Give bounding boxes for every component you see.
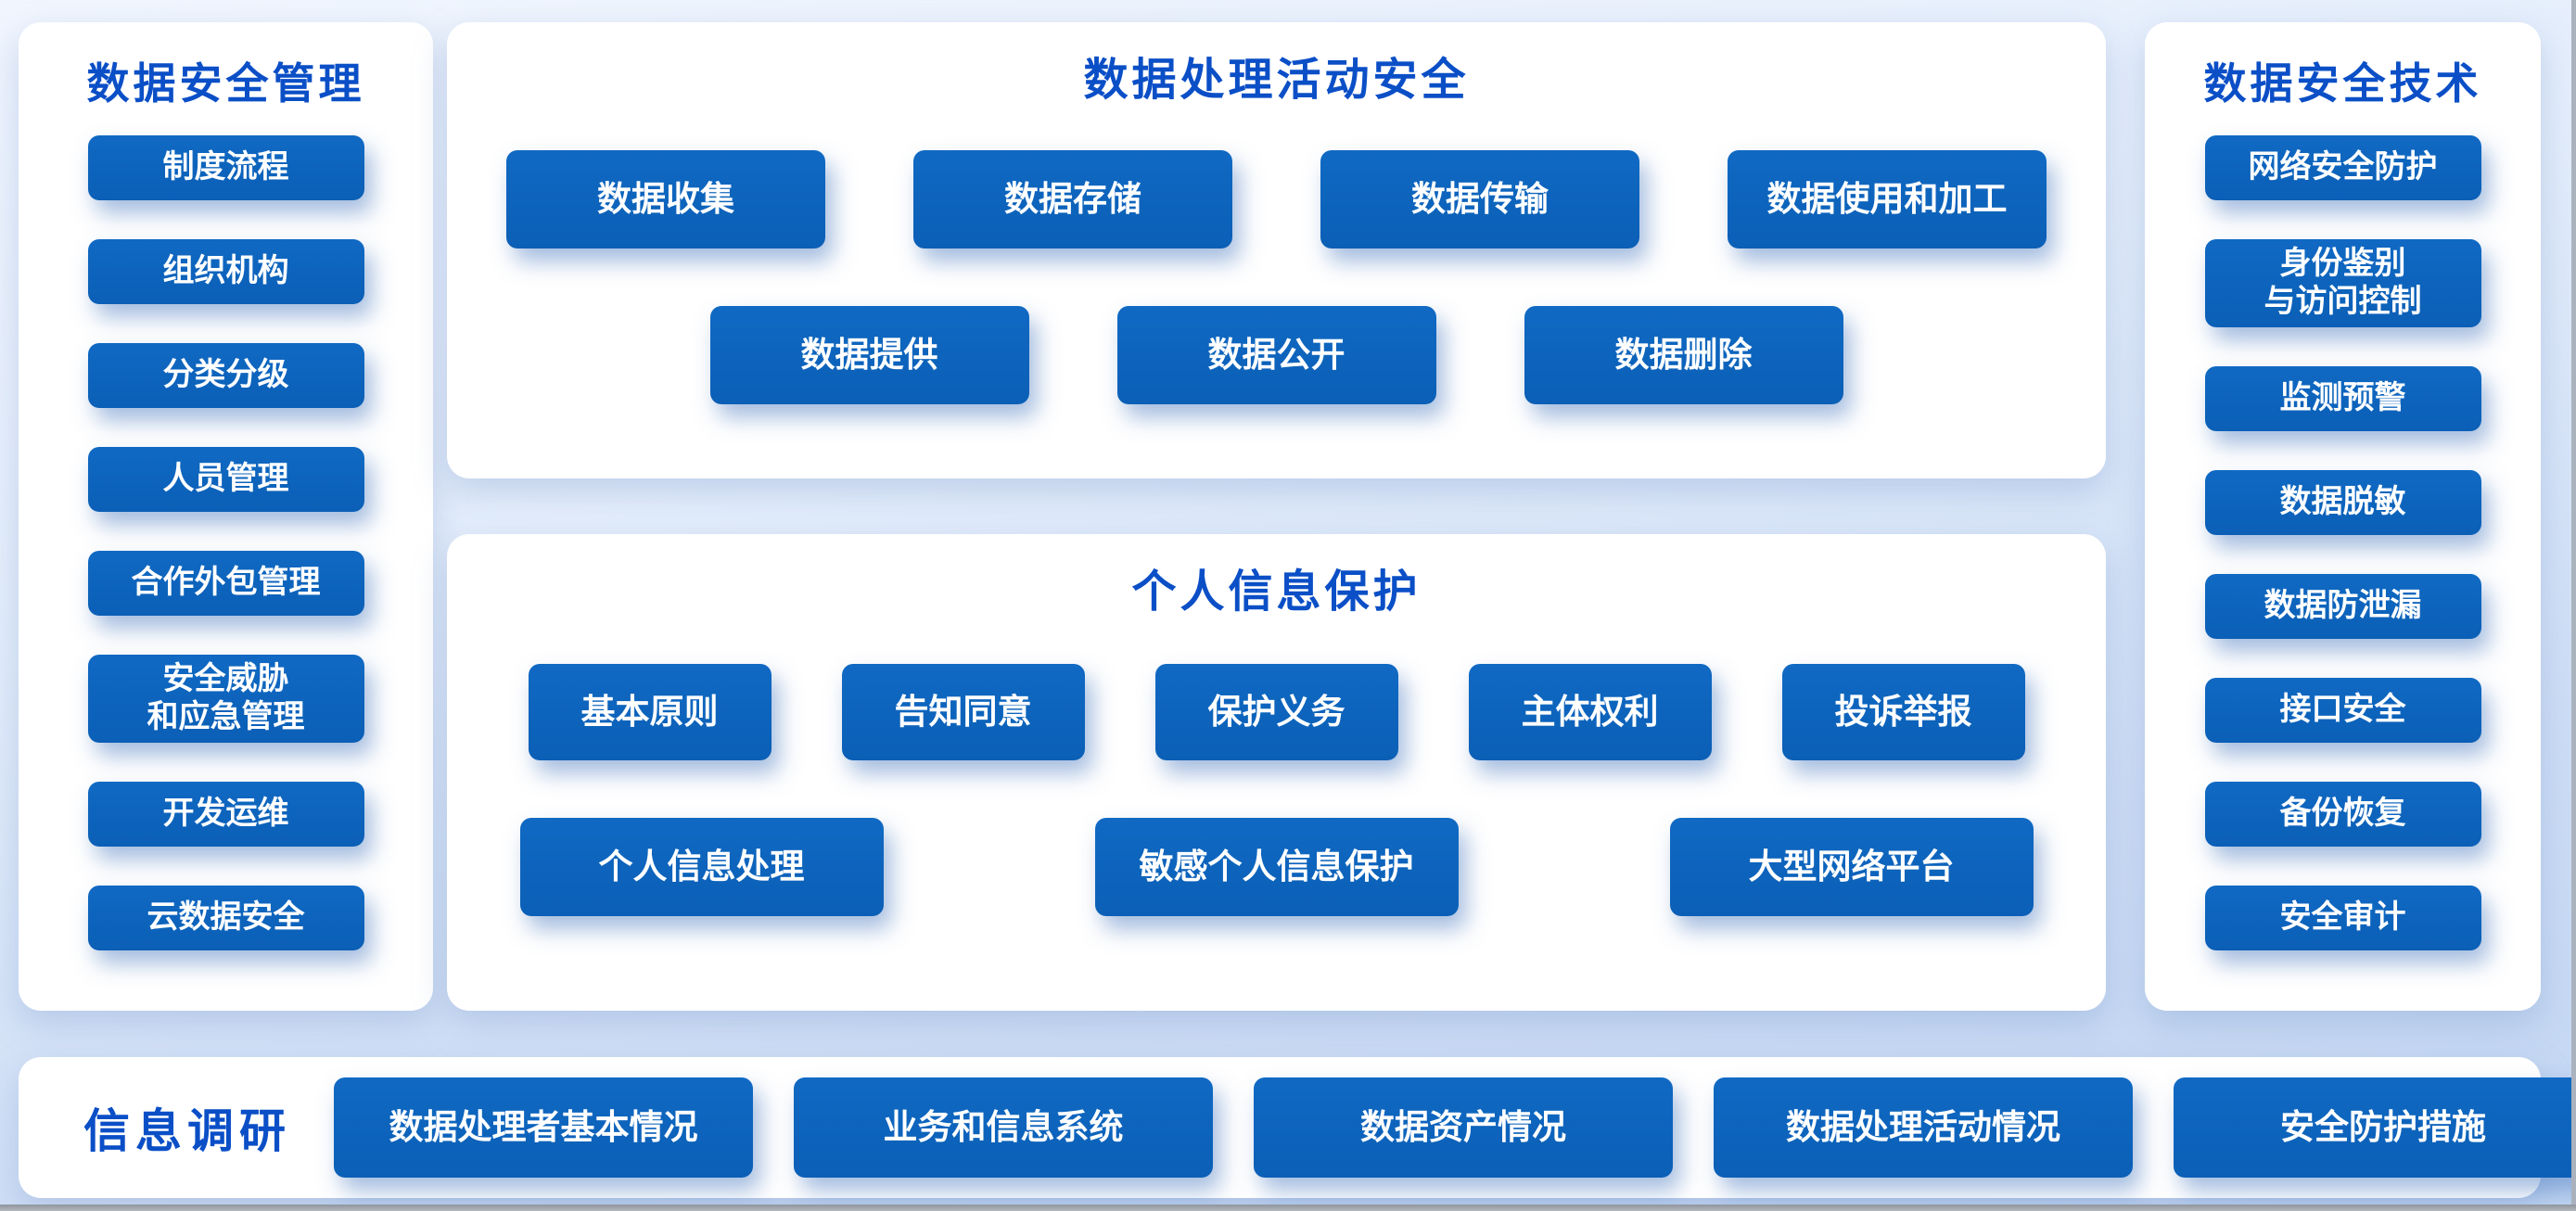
item-button-label: 安全威胁 [162, 660, 289, 697]
item-button[interactable]: 数据传输 [1320, 150, 1639, 249]
item-button[interactable]: 数据删除 [1524, 306, 1843, 404]
item-button[interactable]: 主体权利 [1468, 664, 1712, 760]
item-button[interactable]: 合作外包管理 [87, 551, 364, 616]
window-bottom-edge [0, 1205, 2576, 1211]
item-button-label: 保护义务 [1207, 692, 1345, 733]
item-button[interactable]: 安全威胁和应急管理 [87, 655, 364, 743]
item-button-label: 数据公开 [1207, 335, 1345, 376]
panel-personal-information-protection: 个人信息保护 基本原则 告知同意 保护义务 主体权利 投诉举报 个人信息处理 敏感个人信息… [447, 534, 2106, 1011]
item-button-label: 备份恢复 [2279, 795, 2406, 833]
research-button-row: 数据处理者基本情况 业务和信息系统 数据资产情况 数据处理活动情况 安全防护措施 [334, 1077, 2576, 1178]
item-button[interactable]: 身份鉴别与访问控制 [2204, 239, 2481, 327]
item-button[interactable]: 数据防泄漏 [2204, 573, 2481, 639]
item-button-label: 投诉举报 [1834, 692, 1972, 733]
item-button[interactable]: 数据提供 [709, 306, 1029, 404]
item-button-label: 数据资产情况 [1360, 1107, 1566, 1148]
item-button-label: 数据传输 [1411, 179, 1549, 220]
item-button[interactable]: 业务和信息系统 [794, 1077, 1213, 1178]
item-button-label: 业务和信息系统 [883, 1107, 1124, 1148]
item-button[interactable]: 分类分级 [87, 343, 364, 408]
panel-data-security-technology: 数据安全技术 网络安全防护身份鉴别与访问控制监测预警数据脱敏数据防泄漏接口安全备… [2145, 22, 2541, 1011]
panel-title-research: 信息调研 [83, 1104, 291, 1158]
item-button[interactable]: 数据使用和加工 [1728, 150, 2047, 249]
item-button[interactable]: 数据公开 [1116, 306, 1436, 404]
item-button[interactable]: 监测预警 [2204, 365, 2481, 431]
panel-title-technology: 数据安全技术 [2203, 58, 2482, 108]
item-button-label: 开发运维 [162, 795, 289, 833]
processing-button-row-1: 数据收集 数据存储 数据传输 数据使用和加工 [506, 150, 2047, 249]
personal-button-row-1: 基本原则 告知同意 保护义务 主体权利 投诉举报 [528, 664, 2025, 760]
item-button[interactable]: 告知同意 [841, 664, 1085, 760]
item-button-label: 人员管理 [162, 460, 289, 498]
item-button[interactable]: 个人信息处理 [519, 818, 884, 916]
item-button[interactable]: 敏感个人信息保护 [1094, 818, 1459, 916]
item-button[interactable]: 数据处理者基本情况 [334, 1077, 753, 1178]
item-button-label: 数据存储 [1004, 179, 1141, 220]
item-button[interactable]: 数据脱敏 [2204, 469, 2481, 535]
item-button-label: 基本原则 [580, 692, 719, 733]
item-button[interactable]: 人员管理 [87, 447, 364, 512]
item-button-label: 云数据安全 [147, 899, 305, 937]
panel-data-security-management: 数据安全管理 制度流程组织机构分类分级人员管理合作外包管理安全威胁和应急管理开发… [19, 22, 433, 1011]
item-button-label: 分类分级 [162, 356, 289, 394]
item-button-label: 告知同意 [894, 692, 1032, 733]
item-button[interactable]: 接口安全 [2204, 677, 2481, 743]
item-button-label: 敏感个人信息保护 [1139, 847, 1414, 887]
item-button-label: 数据删除 [1614, 335, 1753, 376]
item-button-label: 数据收集 [597, 179, 734, 220]
item-button-label: 与访问控制 [2264, 283, 2422, 321]
panel-title-management: 数据安全管理 [86, 58, 365, 108]
item-button[interactable]: 安全审计 [2204, 885, 2481, 950]
item-button-label: 安全防护措施 [2280, 1107, 2486, 1148]
item-button-label: 数据处理者基本情况 [389, 1107, 698, 1148]
item-button[interactable]: 数据资产情况 [1254, 1077, 1673, 1178]
item-button[interactable]: 开发运维 [87, 781, 364, 847]
item-button[interactable]: 保护义务 [1154, 664, 1398, 760]
item-button[interactable]: 安全防护措施 [2174, 1077, 2576, 1178]
processing-button-row-2: 数据提供 数据公开 数据删除 [709, 306, 1843, 404]
personal-button-row-2: 个人信息处理 敏感个人信息保护 大型网络平台 [519, 818, 2034, 916]
item-button[interactable]: 云数据安全 [87, 885, 364, 950]
management-button-column: 制度流程组织机构分类分级人员管理合作外包管理安全威胁和应急管理开发运维云数据安全 [87, 135, 364, 950]
item-button-label: 数据脱敏 [2279, 483, 2406, 521]
item-button-label: 个人信息处理 [598, 847, 805, 887]
item-button-label: 网络安全防护 [2248, 148, 2438, 186]
item-button[interactable]: 数据收集 [506, 150, 825, 249]
item-button[interactable]: 投诉举报 [1781, 664, 2025, 760]
item-button-label: 大型网络平台 [1748, 847, 1955, 887]
item-button-label: 数据处理活动情况 [1786, 1107, 2060, 1148]
item-button[interactable]: 数据处理活动情况 [1714, 1077, 2133, 1178]
item-button-label: 监测预警 [2279, 379, 2406, 417]
item-button[interactable]: 基本原则 [528, 664, 772, 760]
item-button-label: 和应急管理 [147, 698, 305, 736]
item-button[interactable]: 备份恢复 [2204, 781, 2481, 847]
panel-title-personal: 个人信息保护 [1131, 566, 1422, 618]
panel-data-processing-activity-security: 数据处理活动安全 数据收集 数据存储 数据传输 数据使用和加工 数据提供 数据公开 数据删… [447, 22, 2106, 478]
item-button[interactable]: 组织机构 [87, 239, 364, 304]
item-button-label: 数据防泄漏 [2264, 587, 2422, 625]
item-button-label: 制度流程 [162, 148, 289, 186]
panel-information-research: 信息调研 数据处理者基本情况 业务和信息系统 数据资产情况 数据处理活动情况 安全防护措… [19, 1057, 2576, 1198]
item-button-label: 组织机构 [162, 252, 289, 290]
item-button-label: 数据使用和加工 [1766, 179, 2008, 220]
technology-button-column: 网络安全防护身份鉴别与访问控制监测预警数据脱敏数据防泄漏接口安全备份恢复安全审计 [2204, 135, 2481, 950]
item-button[interactable]: 网络安全防护 [2204, 135, 2481, 200]
item-button-label: 合作外包管理 [131, 564, 321, 602]
item-button-label: 接口安全 [2279, 691, 2406, 729]
item-button[interactable]: 制度流程 [87, 135, 364, 200]
item-button-label: 主体权利 [1521, 692, 1659, 733]
item-button-label: 身份鉴别 [2279, 245, 2406, 282]
panel-title-processing: 数据处理活动安全 [1083, 54, 1470, 106]
item-button[interactable]: 大型网络平台 [1669, 818, 2034, 916]
item-button-label: 安全审计 [2279, 899, 2406, 937]
item-button-label: 数据提供 [800, 335, 938, 376]
window-right-edge [2571, 0, 2576, 1211]
item-button[interactable]: 数据存储 [913, 150, 1232, 249]
